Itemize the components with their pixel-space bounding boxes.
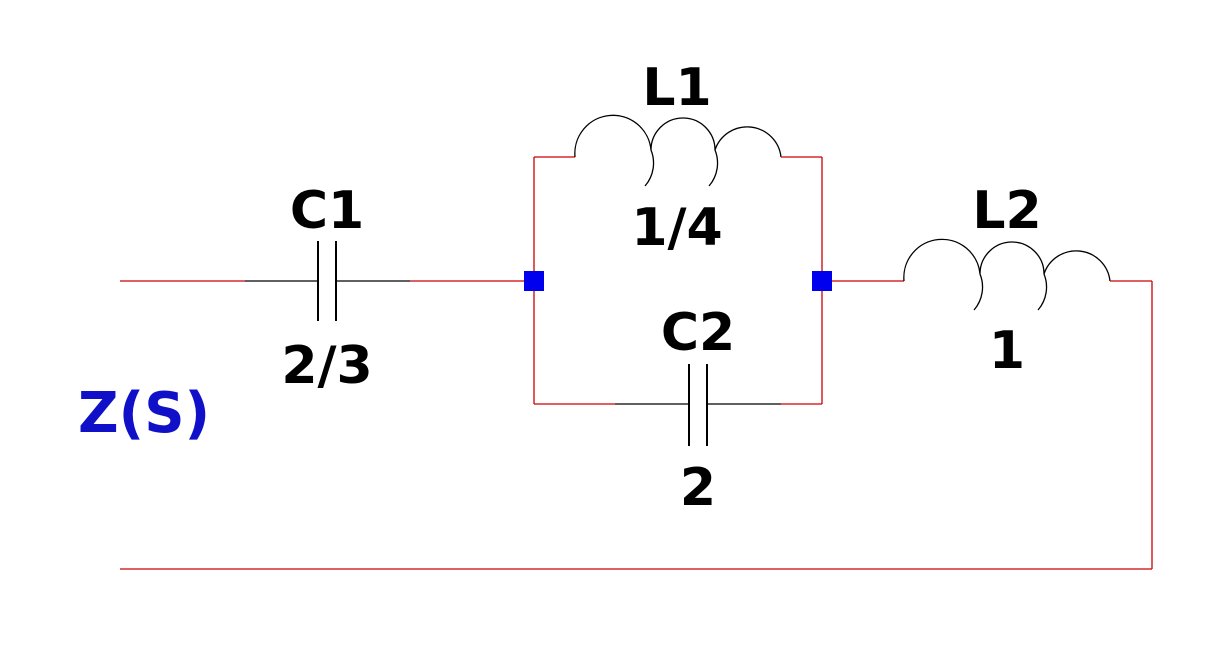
l1-coil	[574, 114, 782, 187]
junction-node-right	[812, 271, 832, 291]
c1-name-label: C1	[290, 181, 364, 241]
l1-name-label: L1	[642, 58, 711, 118]
impedance-port-label: Z(S)	[78, 381, 210, 446]
junction-node-left	[524, 271, 544, 291]
l2-name-label: L2	[972, 181, 1041, 241]
l2-coil	[903, 238, 1111, 311]
c2-value-label: 2	[680, 458, 716, 518]
c1-value-label: 2/3	[281, 336, 372, 396]
l1-value-label: 1/4	[631, 198, 722, 258]
l2-value-label: 1	[989, 321, 1025, 381]
c2-name-label: C2	[661, 303, 735, 363]
